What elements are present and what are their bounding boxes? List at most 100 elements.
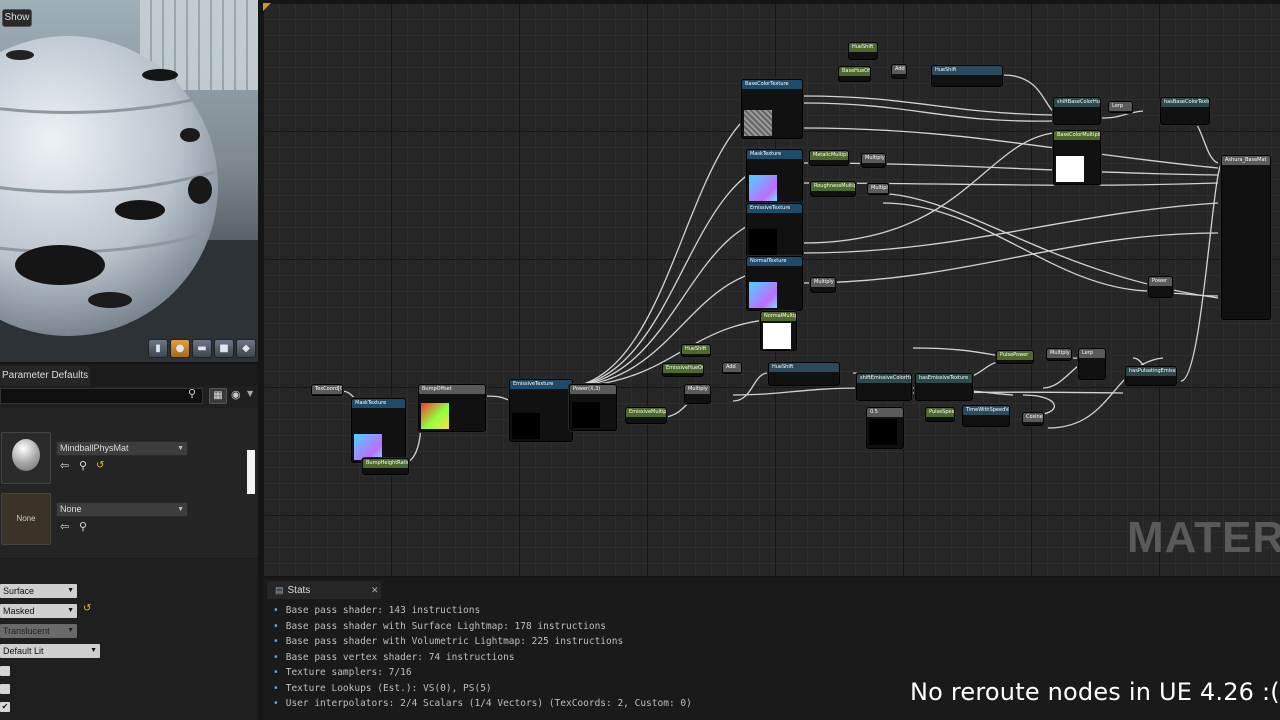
graph-node[interactable]: Power xyxy=(1148,276,1173,298)
graph-node[interactable]: TimeWithSpeedVariable xyxy=(962,405,1010,427)
graph-node[interactable]: BaseColorMultiplier xyxy=(1053,130,1101,185)
graph-node[interactable]: Cosine xyxy=(1022,412,1044,426)
physmat-combo[interactable]: MindballPhysMat ▼ xyxy=(56,441,188,456)
node-title: HueShift xyxy=(682,345,710,354)
graph-node[interactable]: EmissiveTexture xyxy=(746,203,803,258)
graph-node[interactable]: hasPulsatingEmissive xyxy=(1125,366,1177,386)
graph-node[interactable]: Ashura_BaseMat xyxy=(1221,155,1271,320)
node-title: Multiply xyxy=(868,184,888,193)
node-preview xyxy=(421,403,449,429)
teapot-icon[interactable]: ◆ xyxy=(236,339,256,358)
physmat-thumbnail[interactable] xyxy=(1,432,51,484)
eye-icon[interactable]: ◉ xyxy=(231,388,241,401)
graph-node[interactable]: Multiply xyxy=(1046,348,1072,361)
search-icon[interactable]: ⚲ xyxy=(79,459,87,472)
graph-node[interactable]: Add xyxy=(722,362,742,374)
graph-node[interactable]: MaskTexture xyxy=(351,398,406,463)
graph-node[interactable]: NormalTexture xyxy=(746,256,803,311)
scrollbar[interactable] xyxy=(247,450,255,494)
checkbox-3[interactable]: ✔ xyxy=(0,702,10,712)
graph-node[interactable]: hasEmissiveTexture xyxy=(915,373,973,401)
node-title: MaskTexture xyxy=(352,399,405,408)
texture-thumbnail[interactable]: None xyxy=(1,493,51,545)
graph-node[interactable]: EmissiveMultiplier xyxy=(625,407,667,424)
shading-model-select[interactable]: Default Lit ▼ xyxy=(0,644,100,658)
graph-node[interactable]: BaseColorTexture xyxy=(741,79,803,139)
node-graph[interactable]: MATERI xyxy=(263,3,1280,576)
tab-stats[interactable]: ▤Stats ✕ xyxy=(267,581,381,599)
graph-node[interactable]: MetalicMultiplier xyxy=(809,150,849,166)
graph-node[interactable]: Lerp xyxy=(1108,101,1133,113)
graph-node[interactable]: TexCoord[0] xyxy=(311,384,343,396)
graph-node[interactable]: NormalMultiplier xyxy=(760,311,797,351)
physmat-row: MindballPhysMat ▼ ⇦ ⚲ ↺ xyxy=(0,432,258,492)
close-icon[interactable]: ✕ xyxy=(371,581,379,599)
view-options-icon[interactable]: ▦ xyxy=(209,388,227,404)
graph-node[interactable]: shiftBaseColorHue xyxy=(1053,97,1101,125)
blend-domain-select[interactable]: Surface▼ xyxy=(0,584,77,598)
graph-node[interactable]: EmissiveTexture xyxy=(509,379,573,442)
graph-node[interactable]: RoughnessMultiplier xyxy=(810,181,856,197)
graph-node[interactable]: EmissiveHueOffset xyxy=(662,363,704,377)
graph-node[interactable]: HueShift xyxy=(681,344,711,357)
node-preview xyxy=(749,229,777,255)
stats-tab-label: Stats xyxy=(288,585,311,596)
preview-sphere xyxy=(0,0,258,362)
node-title: Power(X,3) xyxy=(570,385,616,394)
search-input[interactable] xyxy=(0,388,203,404)
arrow-left-icon[interactable]: ⇦ xyxy=(60,520,69,533)
graph-node[interactable]: Power(X,3) xyxy=(569,384,617,431)
graph-node[interactable]: Add xyxy=(891,64,907,79)
node-title: BaseColorTexture xyxy=(742,80,802,89)
translucency-select[interactable]: Translucent▼ xyxy=(0,624,77,638)
preview-viewport[interactable]: Show ▮ ● ▬ ■ ◆ xyxy=(0,0,258,362)
plane-icon[interactable]: ▬ xyxy=(192,339,212,358)
arrow-left-icon[interactable]: ⇦ xyxy=(60,459,69,472)
graph-node[interactable]: HueShift xyxy=(768,362,840,386)
show-button[interactable]: Show xyxy=(2,9,32,27)
node-preview xyxy=(572,402,600,428)
search-icon[interactable]: ⚲ xyxy=(79,520,87,533)
graph-node[interactable]: BumpHeightRatio xyxy=(362,458,409,475)
graph-node[interactable]: HueShift xyxy=(931,65,1003,87)
graph-node[interactable]: shiftEmissiveColorHue xyxy=(856,373,912,401)
chevron-down-icon: ▼ xyxy=(67,624,74,638)
checkbox-1[interactable] xyxy=(0,666,10,676)
reset-icon[interactable]: ↺ xyxy=(83,603,91,614)
node-title: MaskTexture xyxy=(747,150,802,159)
node-title: shiftBaseColorHue xyxy=(1054,98,1100,107)
blend-mode-select[interactable]: Masked▼ xyxy=(0,604,77,618)
stats-line: Base pass shader with Surface Lightmap: … xyxy=(273,619,692,635)
reset-icon[interactable]: ↺ xyxy=(96,460,104,471)
cube-icon[interactable]: ■ xyxy=(214,339,234,358)
graph-node[interactable]: PulsePower xyxy=(996,350,1034,364)
material-properties: Surface▼ Masked▼ ↺ Translucent▼ Default … xyxy=(0,559,258,720)
graph-node[interactable]: Multiply xyxy=(861,153,886,168)
node-title: BumpHeightRatio xyxy=(363,459,408,468)
search-icon[interactable]: ⚲ xyxy=(188,387,196,400)
graph-node[interactable]: hasBaseColorTexture xyxy=(1160,97,1210,125)
cylinder-icon[interactable]: ▮ xyxy=(148,339,168,358)
stats-line: Texture samplers: 7/16 xyxy=(273,665,692,681)
graph-node[interactable]: Multiply xyxy=(684,384,711,404)
texture-combo[interactable]: None ▼ xyxy=(56,502,188,517)
chevron-down-icon[interactable]: ▼ xyxy=(247,389,253,398)
graph-node[interactable]: Multiply xyxy=(867,183,889,195)
graph-node[interactable]: Lerp xyxy=(1078,348,1106,380)
graph-node[interactable]: BumpOffset xyxy=(418,384,486,432)
chevron-down-icon: ▼ xyxy=(90,644,97,658)
graph-node[interactable]: HueShift xyxy=(848,42,878,60)
sphere-icon[interactable]: ● xyxy=(170,339,190,358)
graph-node[interactable]: MaskTexture xyxy=(746,149,803,204)
graph-node[interactable]: 0.5 xyxy=(866,407,904,449)
graph-node[interactable]: PulseSpeed xyxy=(925,407,955,422)
node-title: EmissiveHueOffset xyxy=(663,364,703,373)
stats-line: User interpolators: 2/4 Scalars (1/4 Vec… xyxy=(273,696,692,712)
graph-node[interactable]: BaseHueOffset xyxy=(838,66,871,82)
checkbox-2[interactable] xyxy=(0,684,10,694)
tab-parameter-defaults[interactable]: Parameter Defaults xyxy=(0,366,90,386)
shading-model-value: Default Lit xyxy=(3,646,44,656)
graph-node[interactable]: Multiply xyxy=(810,277,836,293)
stats-line: Texture Lookups (Est.): VS(0), PS(5) xyxy=(273,681,692,697)
